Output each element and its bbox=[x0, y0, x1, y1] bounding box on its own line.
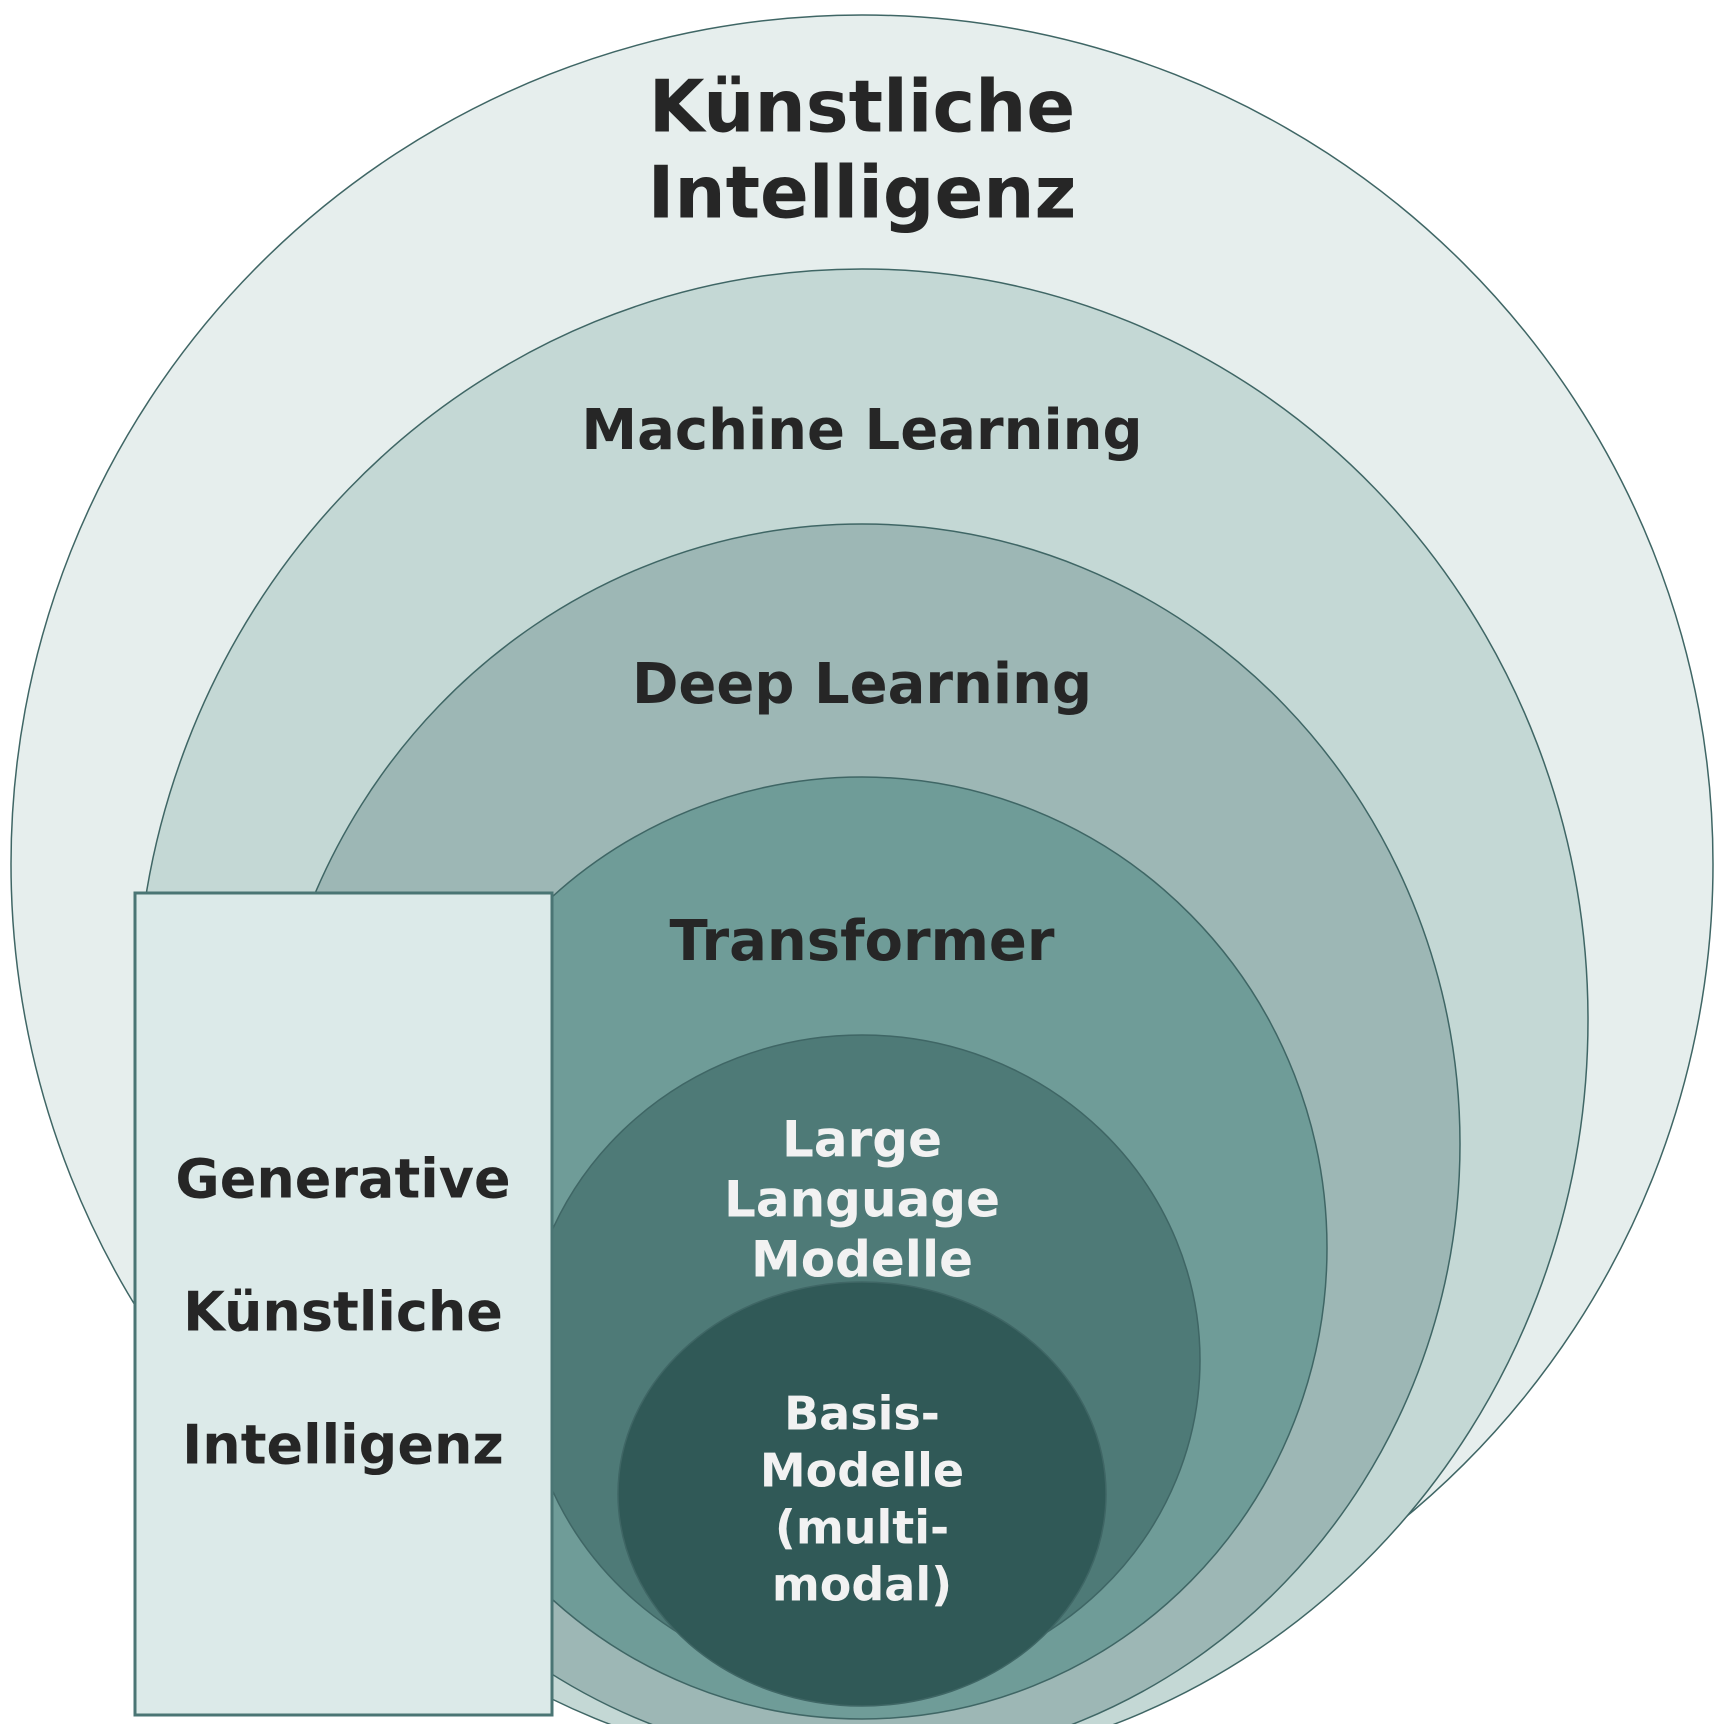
basis-modelle-label-line-2: Modelle bbox=[760, 1444, 964, 1498]
generative-ki-label-line-2: Künstliche bbox=[183, 1281, 503, 1344]
generative-ki-label-line-1: Generative bbox=[175, 1148, 510, 1211]
kuenstliche-intelligenz-label-line-2: Intelligenz bbox=[648, 151, 1077, 235]
large-language-modelle-label-line-3: Modelle bbox=[751, 1231, 973, 1289]
basis-modelle-label-line-1: Basis- bbox=[784, 1387, 940, 1441]
deep-learning-label-line-1: Deep Learning bbox=[632, 652, 1092, 717]
large-language-modelle-label-line-1: Large bbox=[782, 1111, 942, 1169]
basis-modelle-circle bbox=[617, 1281, 1107, 1707]
generative-ki-label-line-3: Intelligenz bbox=[182, 1414, 504, 1477]
basis-modelle-label-line-4: modal) bbox=[772, 1558, 952, 1612]
large-language-modelle-label-line-2: Language bbox=[724, 1171, 1000, 1229]
transformer-label-line-1: Transformer bbox=[669, 909, 1054, 974]
generative-ki-box-background bbox=[133, 891, 554, 1717]
machine-learning-label-line-1: Machine Learning bbox=[581, 398, 1142, 463]
basis-modelle-label-line-3: (multi- bbox=[775, 1501, 949, 1555]
kuenstliche-intelligenz-label-line-1: Künstliche bbox=[649, 65, 1075, 149]
generative-ki-box: Generative Künstliche Intelligenz bbox=[133, 891, 554, 1717]
